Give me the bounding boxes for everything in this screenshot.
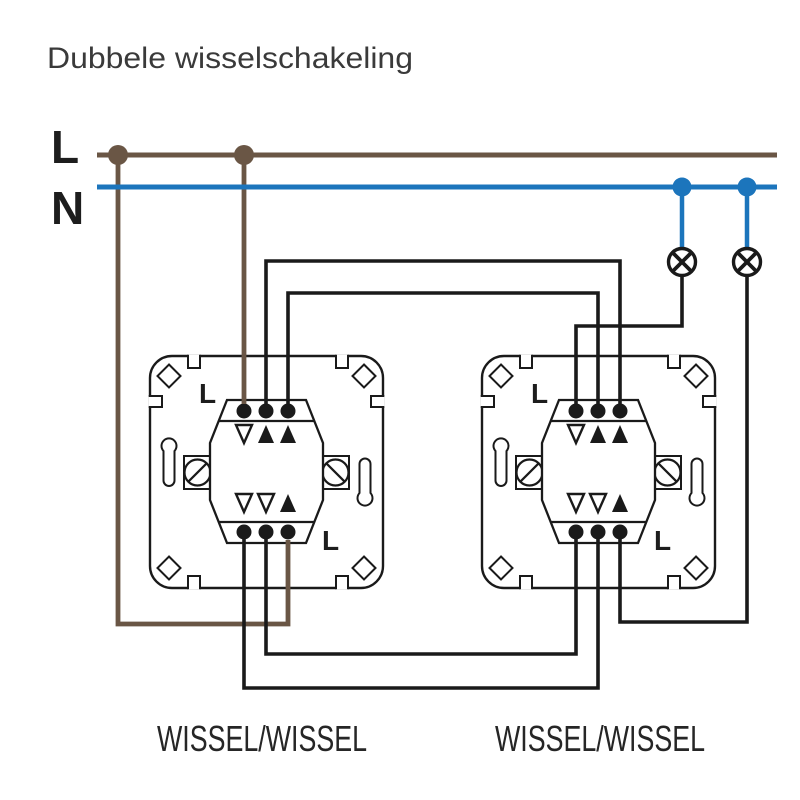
traveler-wire-bottom-outer <box>242 538 600 690</box>
lamp1-switch-wire <box>574 272 684 405</box>
lamp-cross <box>736 251 758 273</box>
traveler-wire-top-outer <box>264 259 622 405</box>
switch-1-caption: WISSEL/WISSEL <box>157 718 367 759</box>
lamp-icon <box>666 246 698 278</box>
junction-dot <box>737 177 757 197</box>
live-bus-label: L <box>51 121 79 173</box>
junction-dot <box>234 145 254 165</box>
switch-2-terminal-label-bottom: L <box>654 525 671 556</box>
neutral-bus-label: N <box>51 182 84 234</box>
switch-1-terminal-label-bottom: L <box>322 525 339 556</box>
switch-2-caption: WISSEL/WISSEL <box>495 718 705 759</box>
traveler-wire-top-inner <box>286 291 600 405</box>
switch-2-terminal-label-top: L <box>531 378 548 409</box>
junction-dot <box>108 145 128 165</box>
lamp-cross <box>671 251 693 273</box>
live-feed-wire-switch1-bottom <box>115 155 291 627</box>
switch-1-terminal-label-top: L <box>199 378 216 409</box>
lamp2-switch-wire <box>618 272 749 624</box>
junction-dot <box>672 177 692 197</box>
lamp-icon <box>731 246 763 278</box>
diagram-title: Dubbele wisselschakeling <box>47 42 413 75</box>
traveler-wire-bottom-inner <box>264 538 578 656</box>
